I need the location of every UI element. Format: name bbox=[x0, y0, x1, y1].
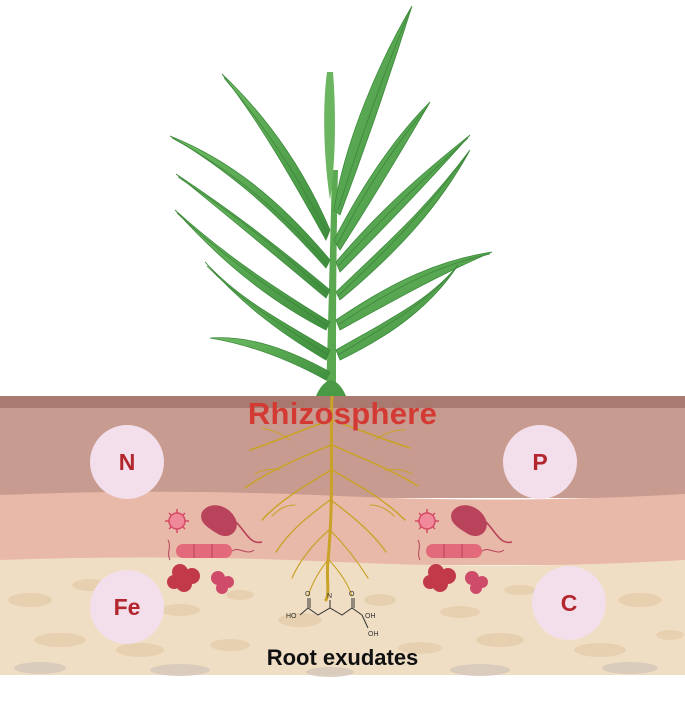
soil-mid-layer bbox=[0, 491, 685, 565]
nutrient-p: P bbox=[503, 425, 577, 499]
plant-stem bbox=[326, 170, 338, 395]
fungal-spore-cluster-icon bbox=[423, 564, 488, 594]
bacterium-chain-icon bbox=[167, 539, 255, 561]
leaf-veins bbox=[171, 9, 491, 356]
nutrient-c: C bbox=[532, 566, 606, 640]
soil-surface-layer bbox=[0, 396, 685, 410]
exudate-molecule bbox=[299, 598, 369, 629]
microbes-right bbox=[415, 505, 513, 594]
rhizosphere-title: Rhizosphere bbox=[247, 396, 438, 431]
molecule-label-oh-bottom: OH bbox=[368, 631, 379, 638]
microbes-left bbox=[165, 505, 263, 594]
root-exudates-label: Root exudates bbox=[266, 645, 419, 670]
molecule-label-o-right: O bbox=[349, 591, 355, 598]
bacterium-icon bbox=[201, 505, 263, 544]
fungal-spore-cluster-icon bbox=[167, 564, 234, 594]
exudate-molecule-labels: HO O N O OH OH bbox=[286, 591, 379, 638]
plant-shoot bbox=[169, 5, 493, 396]
bacterium-chain-icon bbox=[417, 539, 505, 561]
nutrient-n: N bbox=[90, 425, 164, 499]
molecule-label-n: N bbox=[327, 593, 332, 600]
molecule-label-o-left: O bbox=[305, 591, 311, 598]
molecule-label-oh-right: OH bbox=[365, 613, 376, 620]
leaves bbox=[169, 5, 493, 381]
central-spike bbox=[324, 72, 335, 200]
molecule-label-ho: HO bbox=[286, 613, 297, 620]
virus-icon bbox=[415, 509, 439, 533]
nutrient-fe: Fe bbox=[90, 570, 164, 644]
plant-base bbox=[316, 380, 346, 396]
virus-icon bbox=[165, 509, 189, 533]
bacterium-icon bbox=[451, 505, 513, 544]
soil-pebbles-dark bbox=[14, 662, 658, 677]
plant-roots bbox=[244, 393, 419, 602]
